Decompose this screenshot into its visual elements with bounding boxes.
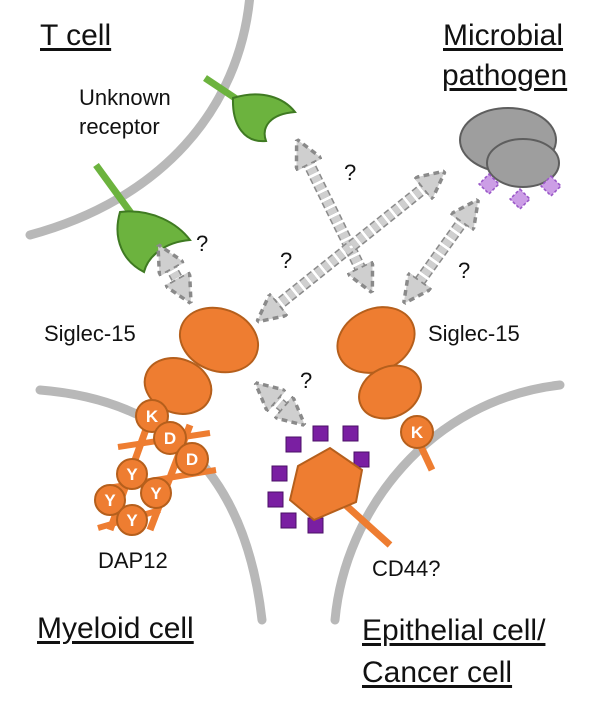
cd44-glycan [267,491,284,508]
siglec15-left-label: Siglec-15 [44,321,136,346]
unknown-receptor-label-line2: receptor [79,114,160,139]
svg-text:Y: Y [126,511,138,530]
svg-text:K: K [411,423,424,442]
cd44-glycan [342,425,359,442]
cd44-glycan [285,436,302,453]
svg-text:K: K [146,407,159,426]
siglec15-right [336,306,436,472]
epithelial-cell-heading-line1: Epithelial cell/ [362,614,546,647]
siglec15-left [143,306,260,423]
microbial-pathogen [459,107,563,211]
residue-y-1: Y [116,458,148,490]
residue-d-lower: D [175,442,209,476]
svg-text:Y: Y [104,491,116,510]
pathogen-glycan [508,187,532,211]
question-mark: ? [300,368,313,393]
arrow-receptor-siglec [165,257,184,291]
svg-text:D: D [164,429,176,448]
cd44-glycan [353,451,370,468]
dap12-label: DAP12 [98,548,168,573]
svg-text:Y: Y [150,484,162,503]
cd44-glycan [280,512,297,529]
pathogen-glycan [477,172,501,196]
residue-k-right: K [400,415,434,449]
residue-y-4: Y [116,504,148,536]
microbial-pathogen-heading-line1: Microbial [443,19,564,52]
siglec15-right-label: Siglec-15 [428,321,520,346]
epithelial-cell-membrane [330,380,565,625]
unknown-receptor-upper [203,75,297,143]
question-mark: ? [458,258,471,283]
unknown-receptor-label-line1: Unknown [79,85,171,110]
epithelial-cell-heading-line2: Cancer cell [362,656,513,689]
arrow-pathogen-siglec-right [412,211,470,292]
arrow-pathogen-siglec-left [268,180,434,313]
residue-y-3: Y [94,484,126,516]
question-mark: ? [280,248,293,273]
residue-d-upper: D [153,421,187,455]
microbial-pathogen-heading-line2: pathogen [442,59,568,92]
question-mark: ? [196,231,209,256]
arrow-siglec-cd44 [266,392,294,416]
question-mark: ? [344,160,357,185]
myeloid-cell-heading: Myeloid cell [37,612,194,645]
svg-text:D: D [186,450,198,469]
svg-text:Y: Y [126,465,138,484]
residue-k-left: K [135,399,169,433]
pathogen-glycan [539,174,563,198]
t-cell-membrane [25,0,254,240]
cd44-label: CD44? [372,556,441,581]
t-cell-heading: T cell [40,19,112,52]
cd44-glycan [271,465,288,482]
residue-y-2: Y [140,477,172,509]
cd44-molecule [267,425,393,548]
cd44-glycan [312,425,329,442]
